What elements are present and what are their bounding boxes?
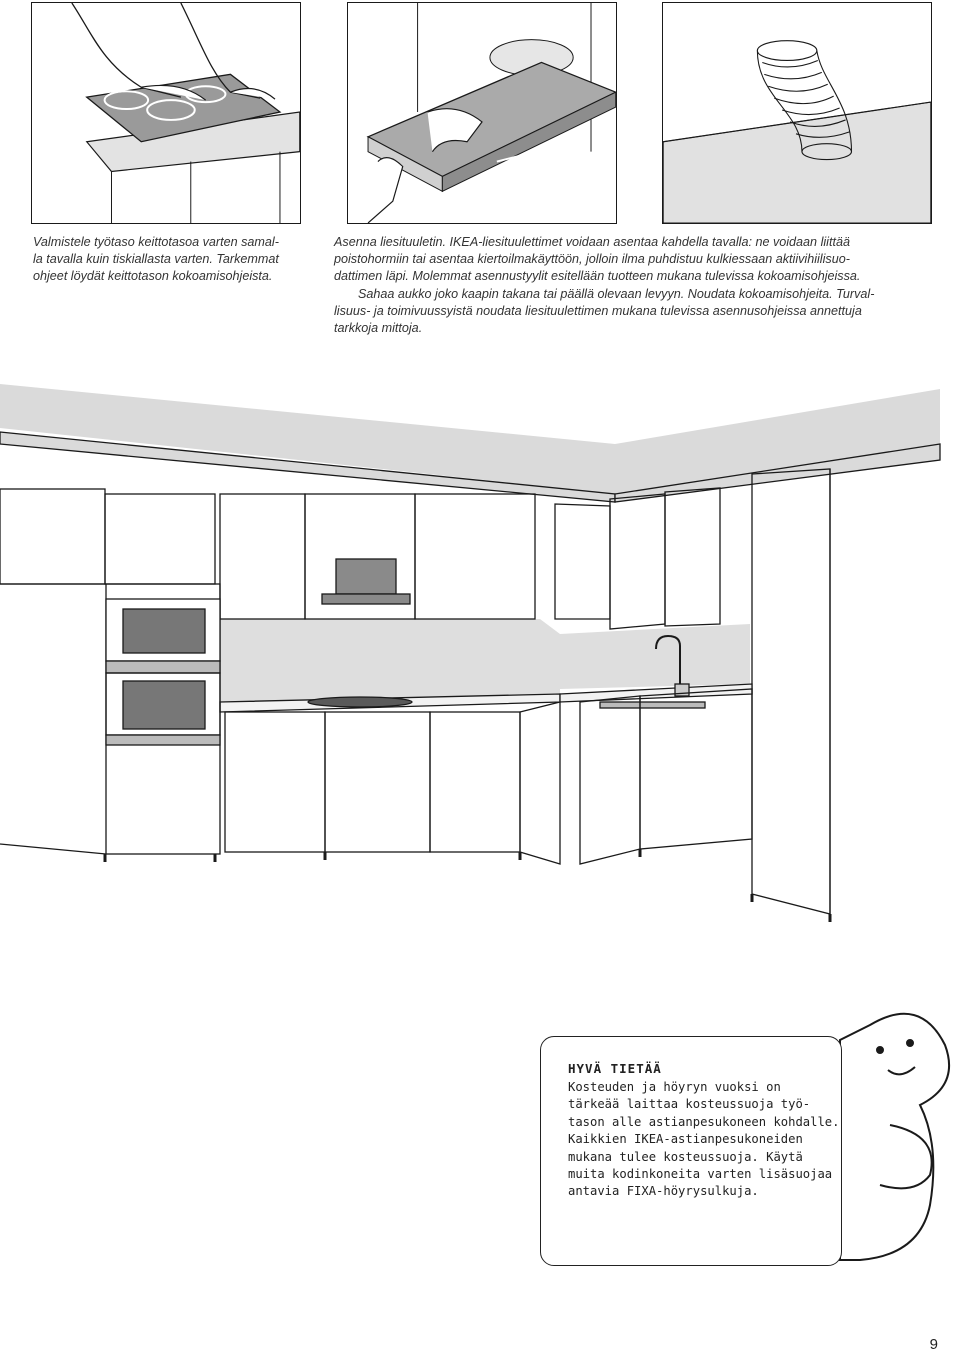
caption-install-hood-p2: Sahaa aukko joko kaapin takana tai pääll… xyxy=(334,286,875,336)
caption-prepare-worktop-text: Valmistele työtaso keittotasoa varten sa… xyxy=(33,235,279,284)
hood-install-illustration xyxy=(347,2,617,224)
caption-install-hood: Asenna liesituuletin. IKEA-liesituuletti… xyxy=(334,234,934,337)
caption-prepare-worktop: Valmistele työtaso keittotasoa varten sa… xyxy=(33,234,313,286)
hob-install-illustration xyxy=(31,2,301,224)
ikea-man-figure xyxy=(788,1012,950,1261)
kitchen-overview-illustration xyxy=(0,384,941,922)
duct-illustration xyxy=(662,2,932,224)
caption-install-hood-p1: Asenna liesituuletin. IKEA-liesituuletti… xyxy=(334,235,861,284)
good-to-know-box: HYVÄ TIETÄÄ Kosteuden ja höyryn vuoksi o… xyxy=(540,1036,842,1266)
good-to-know-title: HYVÄ TIETÄÄ xyxy=(568,1061,662,1076)
hands-installing-hood-illustration xyxy=(366,3,616,223)
flexible-duct-illustration xyxy=(663,40,931,223)
hands-installing-hob-illustration xyxy=(71,3,300,223)
good-to-know-text: Kosteuden ja höyryn vuoksi on tärkeää la… xyxy=(568,1080,840,1199)
page-number: 9 xyxy=(929,1336,938,1353)
